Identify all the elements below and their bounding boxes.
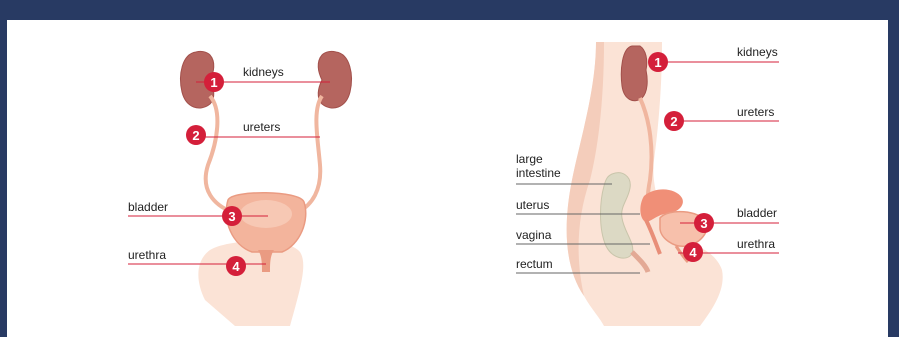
side-label-urethra: urethra: [737, 238, 775, 251]
side-marker-4: 4: [683, 242, 703, 262]
svg-text:3: 3: [700, 216, 707, 231]
side-label-large-intestine-line1: large: [516, 153, 543, 166]
front-label-kidneys: kidneys: [243, 66, 284, 79]
side-marker-1: 1: [648, 52, 668, 72]
side-kidney: [621, 46, 647, 101]
front-marker-4: 4: [226, 256, 246, 276]
side-label-bladder: bladder: [737, 207, 777, 220]
svg-text:2: 2: [670, 114, 677, 129]
svg-text:1: 1: [210, 75, 217, 90]
side-label-large-intestine-line2: intestine: [516, 167, 561, 180]
svg-text:1: 1: [654, 55, 661, 70]
front-label-bladder: bladder: [128, 201, 168, 214]
side-label-rectum: rectum: [516, 258, 553, 271]
bladder-inner: [240, 200, 292, 228]
front-view: [128, 51, 351, 326]
side-label-kidneys: kidneys: [737, 46, 778, 59]
right-ureter: [298, 96, 322, 212]
front-marker-3: 3: [222, 206, 242, 226]
side-marker-3: 3: [694, 213, 714, 233]
front-label-ureters: ureters: [243, 121, 280, 134]
front-body-silhouette: [198, 241, 303, 326]
front-label-urethra: urethra: [128, 249, 166, 262]
side-view: [516, 42, 779, 326]
side-marker-2: 2: [664, 111, 684, 131]
side-label-vagina: vagina: [516, 229, 551, 242]
svg-text:4: 4: [232, 259, 240, 274]
left-ureter: [206, 96, 232, 212]
right-kidney: [318, 51, 351, 108]
svg-text:3: 3: [228, 209, 235, 224]
svg-text:2: 2: [192, 128, 199, 143]
svg-text:4: 4: [689, 245, 697, 260]
front-marker-2: 2: [186, 125, 206, 145]
front-marker-1: 1: [204, 72, 224, 92]
side-label-ureters: ureters: [737, 106, 774, 119]
side-label-uterus: uterus: [516, 199, 549, 212]
